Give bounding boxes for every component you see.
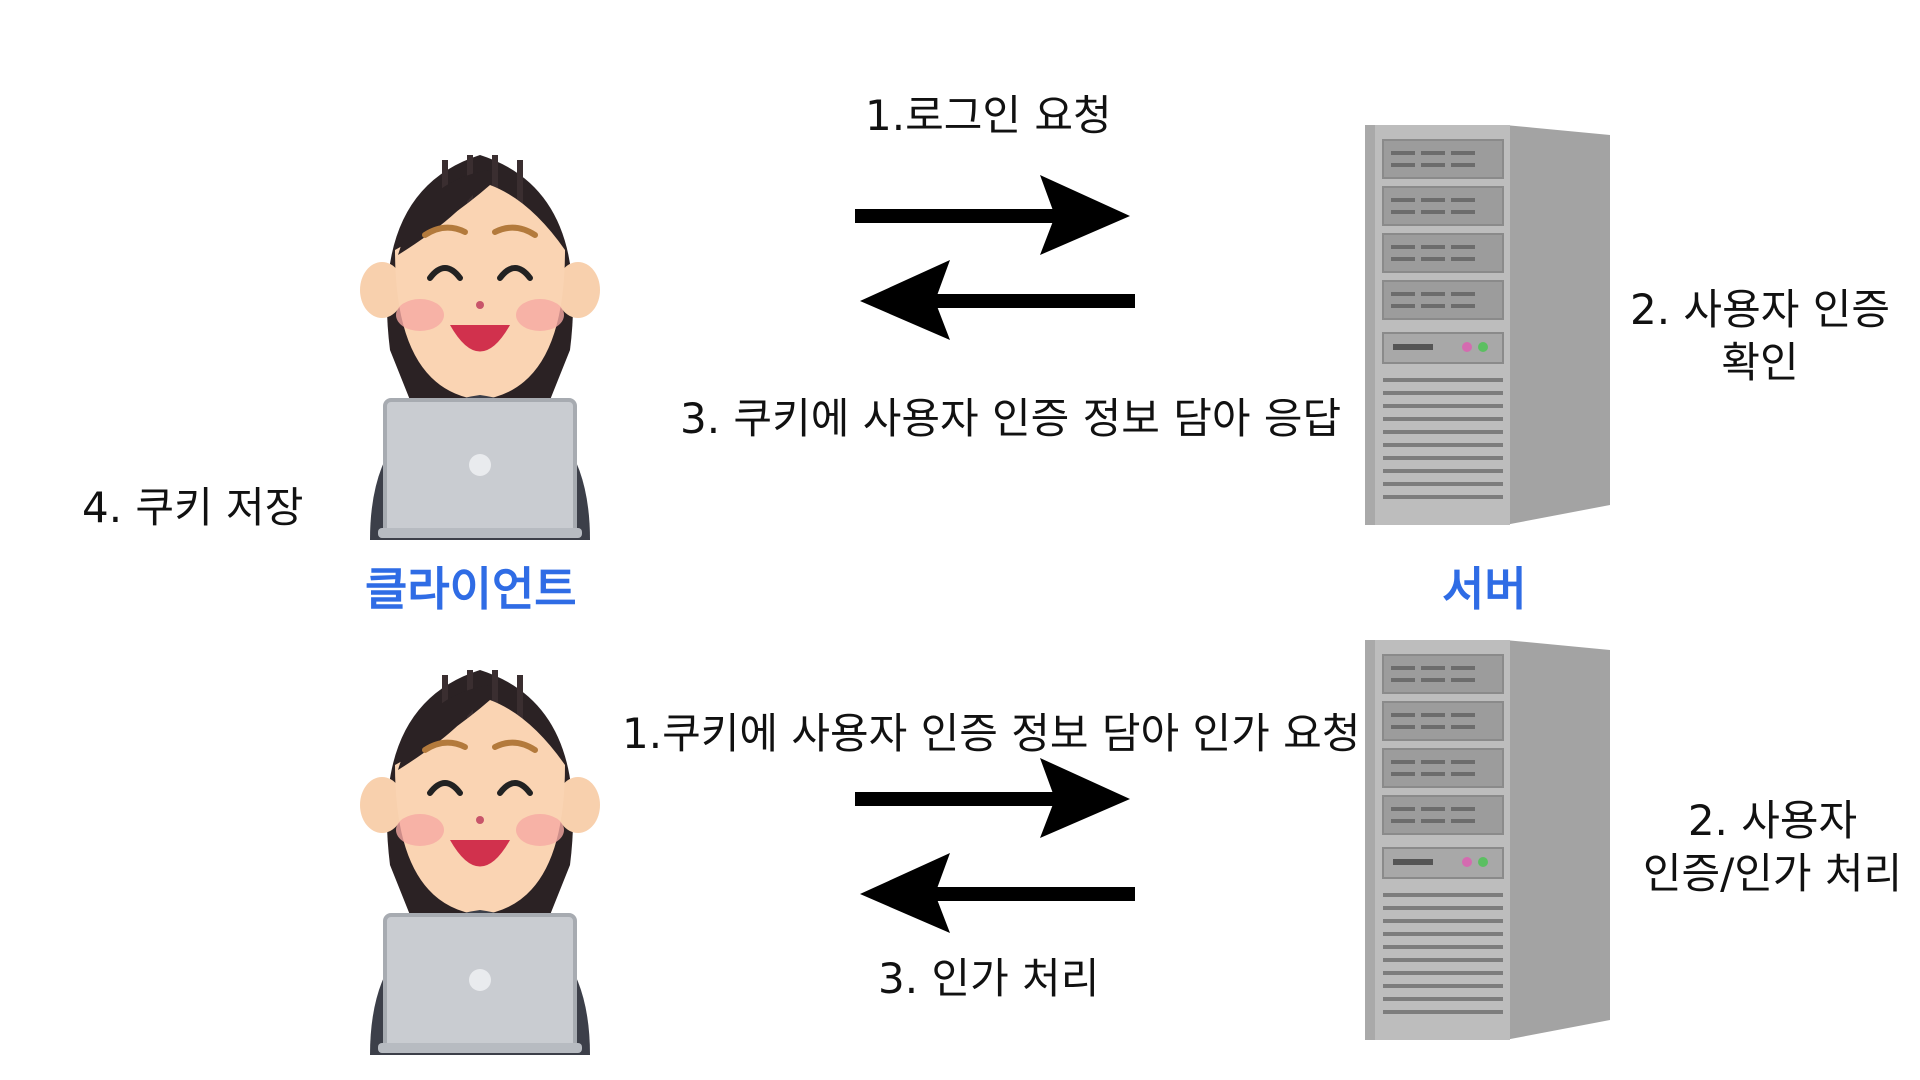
arrow-left-icon (855, 260, 1135, 340)
bottom-server-step-line2: 인증/인가 처리 (1625, 848, 1920, 901)
client-user-laptop-icon (350, 615, 610, 1055)
top-server-step-line1: 2. 사용자 인증 (1625, 284, 1895, 337)
top-response-label: 3. 쿠키에 사용자 인증 정보 담아 응답 (680, 393, 1341, 446)
arrow-right-icon (855, 758, 1135, 838)
top-request-label: 1.로그인 요청 (865, 90, 1112, 143)
bottom-server-step-label: 2. 사용자 인증/인가 처리 (1625, 795, 1920, 900)
bottom-server-step-line1: 2. 사용자 (1625, 795, 1920, 848)
bottom-request-label: 1.쿠키에 사용자 인증 정보 담아 인가 요청 (622, 708, 1360, 761)
top-server-step-line2: 확인 (1625, 337, 1895, 390)
client-role-label: 클라이언트 (365, 553, 577, 619)
server-role-label: 서버 (1442, 553, 1527, 619)
client-user-laptop-icon (350, 100, 610, 540)
top-server-step-label: 2. 사용자 인증 확인 (1625, 284, 1895, 389)
bottom-response-label: 3. 인가 처리 (878, 953, 1099, 1006)
arrow-left-icon (855, 853, 1135, 933)
arrow-right-icon (855, 175, 1135, 255)
server-tower-icon (1355, 115, 1615, 535)
client-step-label: 4. 쿠키 저장 (82, 482, 303, 535)
server-tower-icon (1355, 630, 1615, 1050)
